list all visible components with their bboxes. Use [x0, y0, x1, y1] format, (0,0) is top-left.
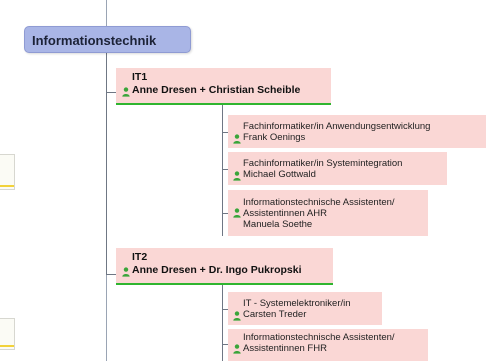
connector — [222, 344, 228, 345]
leaf-line: Carsten Treder — [243, 308, 307, 320]
leaf-line: IT - Systemelektroniker/in — [243, 297, 351, 309]
person-icon — [233, 171, 241, 181]
branch-node-it2[interactable]: IT2 Anne Dresen + Dr. Ingo Pukropski — [116, 248, 333, 285]
leaf-node[interactable]: IT - Systemelektroniker/in Carsten Trede… — [228, 292, 382, 325]
connector — [222, 213, 228, 214]
leaf-line: Assistentinnen FHR — [243, 343, 327, 354]
stub-underline — [0, 345, 14, 347]
branch-title: IT2 — [132, 251, 148, 263]
leaf-line: Michael Gottwald — [243, 168, 316, 180]
connector — [106, 274, 116, 275]
leaf-node[interactable]: Fachinformatiker/in Systemintegration Mi… — [228, 152, 447, 185]
connector — [222, 104, 223, 236]
leaf-node[interactable]: Informationstechnische Assistenten/ Assi… — [228, 329, 428, 361]
leaf-line: Fachinformatiker/in Systemintegration — [243, 157, 403, 169]
leaf-line: Assistentinnen AHR — [243, 207, 327, 219]
connector — [222, 132, 228, 133]
root-topic[interactable]: Informationstechnik — [24, 26, 191, 53]
person-icon — [233, 208, 241, 218]
leaf-node[interactable]: Fachinformatiker/in Anwendungsentwicklun… — [228, 115, 486, 148]
person-icon — [122, 267, 130, 277]
branch-members: Anne Dresen + Christian Scheible — [132, 84, 301, 96]
person-icon — [233, 311, 241, 321]
person-icon — [233, 344, 241, 354]
partial-node-stub[interactable] — [0, 318, 15, 350]
partial-node-stub[interactable] — [0, 154, 15, 190]
branch-node-it1[interactable]: IT1 Anne Dresen + Christian Scheible — [116, 68, 331, 105]
left-panel — [0, 0, 107, 361]
connector — [106, 92, 116, 93]
stub-underline — [0, 185, 14, 187]
connector — [222, 309, 228, 310]
branch-members: Anne Dresen + Dr. Ingo Pukropski — [132, 264, 302, 276]
leaf-line: Informationstechnische Assistenten/ — [243, 196, 395, 208]
connector — [222, 284, 223, 361]
person-icon — [233, 134, 241, 144]
leaf-node[interactable]: Informationstechnische Assistenten/ Assi… — [228, 190, 428, 236]
branch-title: IT1 — [132, 71, 148, 83]
connector — [222, 169, 228, 170]
leaf-line: Manuela Soethe — [243, 218, 313, 230]
connector — [106, 53, 107, 275]
leaf-line: Fachinformatiker/in Anwendungsentwicklun… — [243, 120, 431, 132]
leaf-line: Frank Oenings — [243, 131, 306, 143]
leaf-line: Informationstechnische Assistenten/ — [243, 332, 395, 343]
person-icon — [122, 87, 130, 97]
